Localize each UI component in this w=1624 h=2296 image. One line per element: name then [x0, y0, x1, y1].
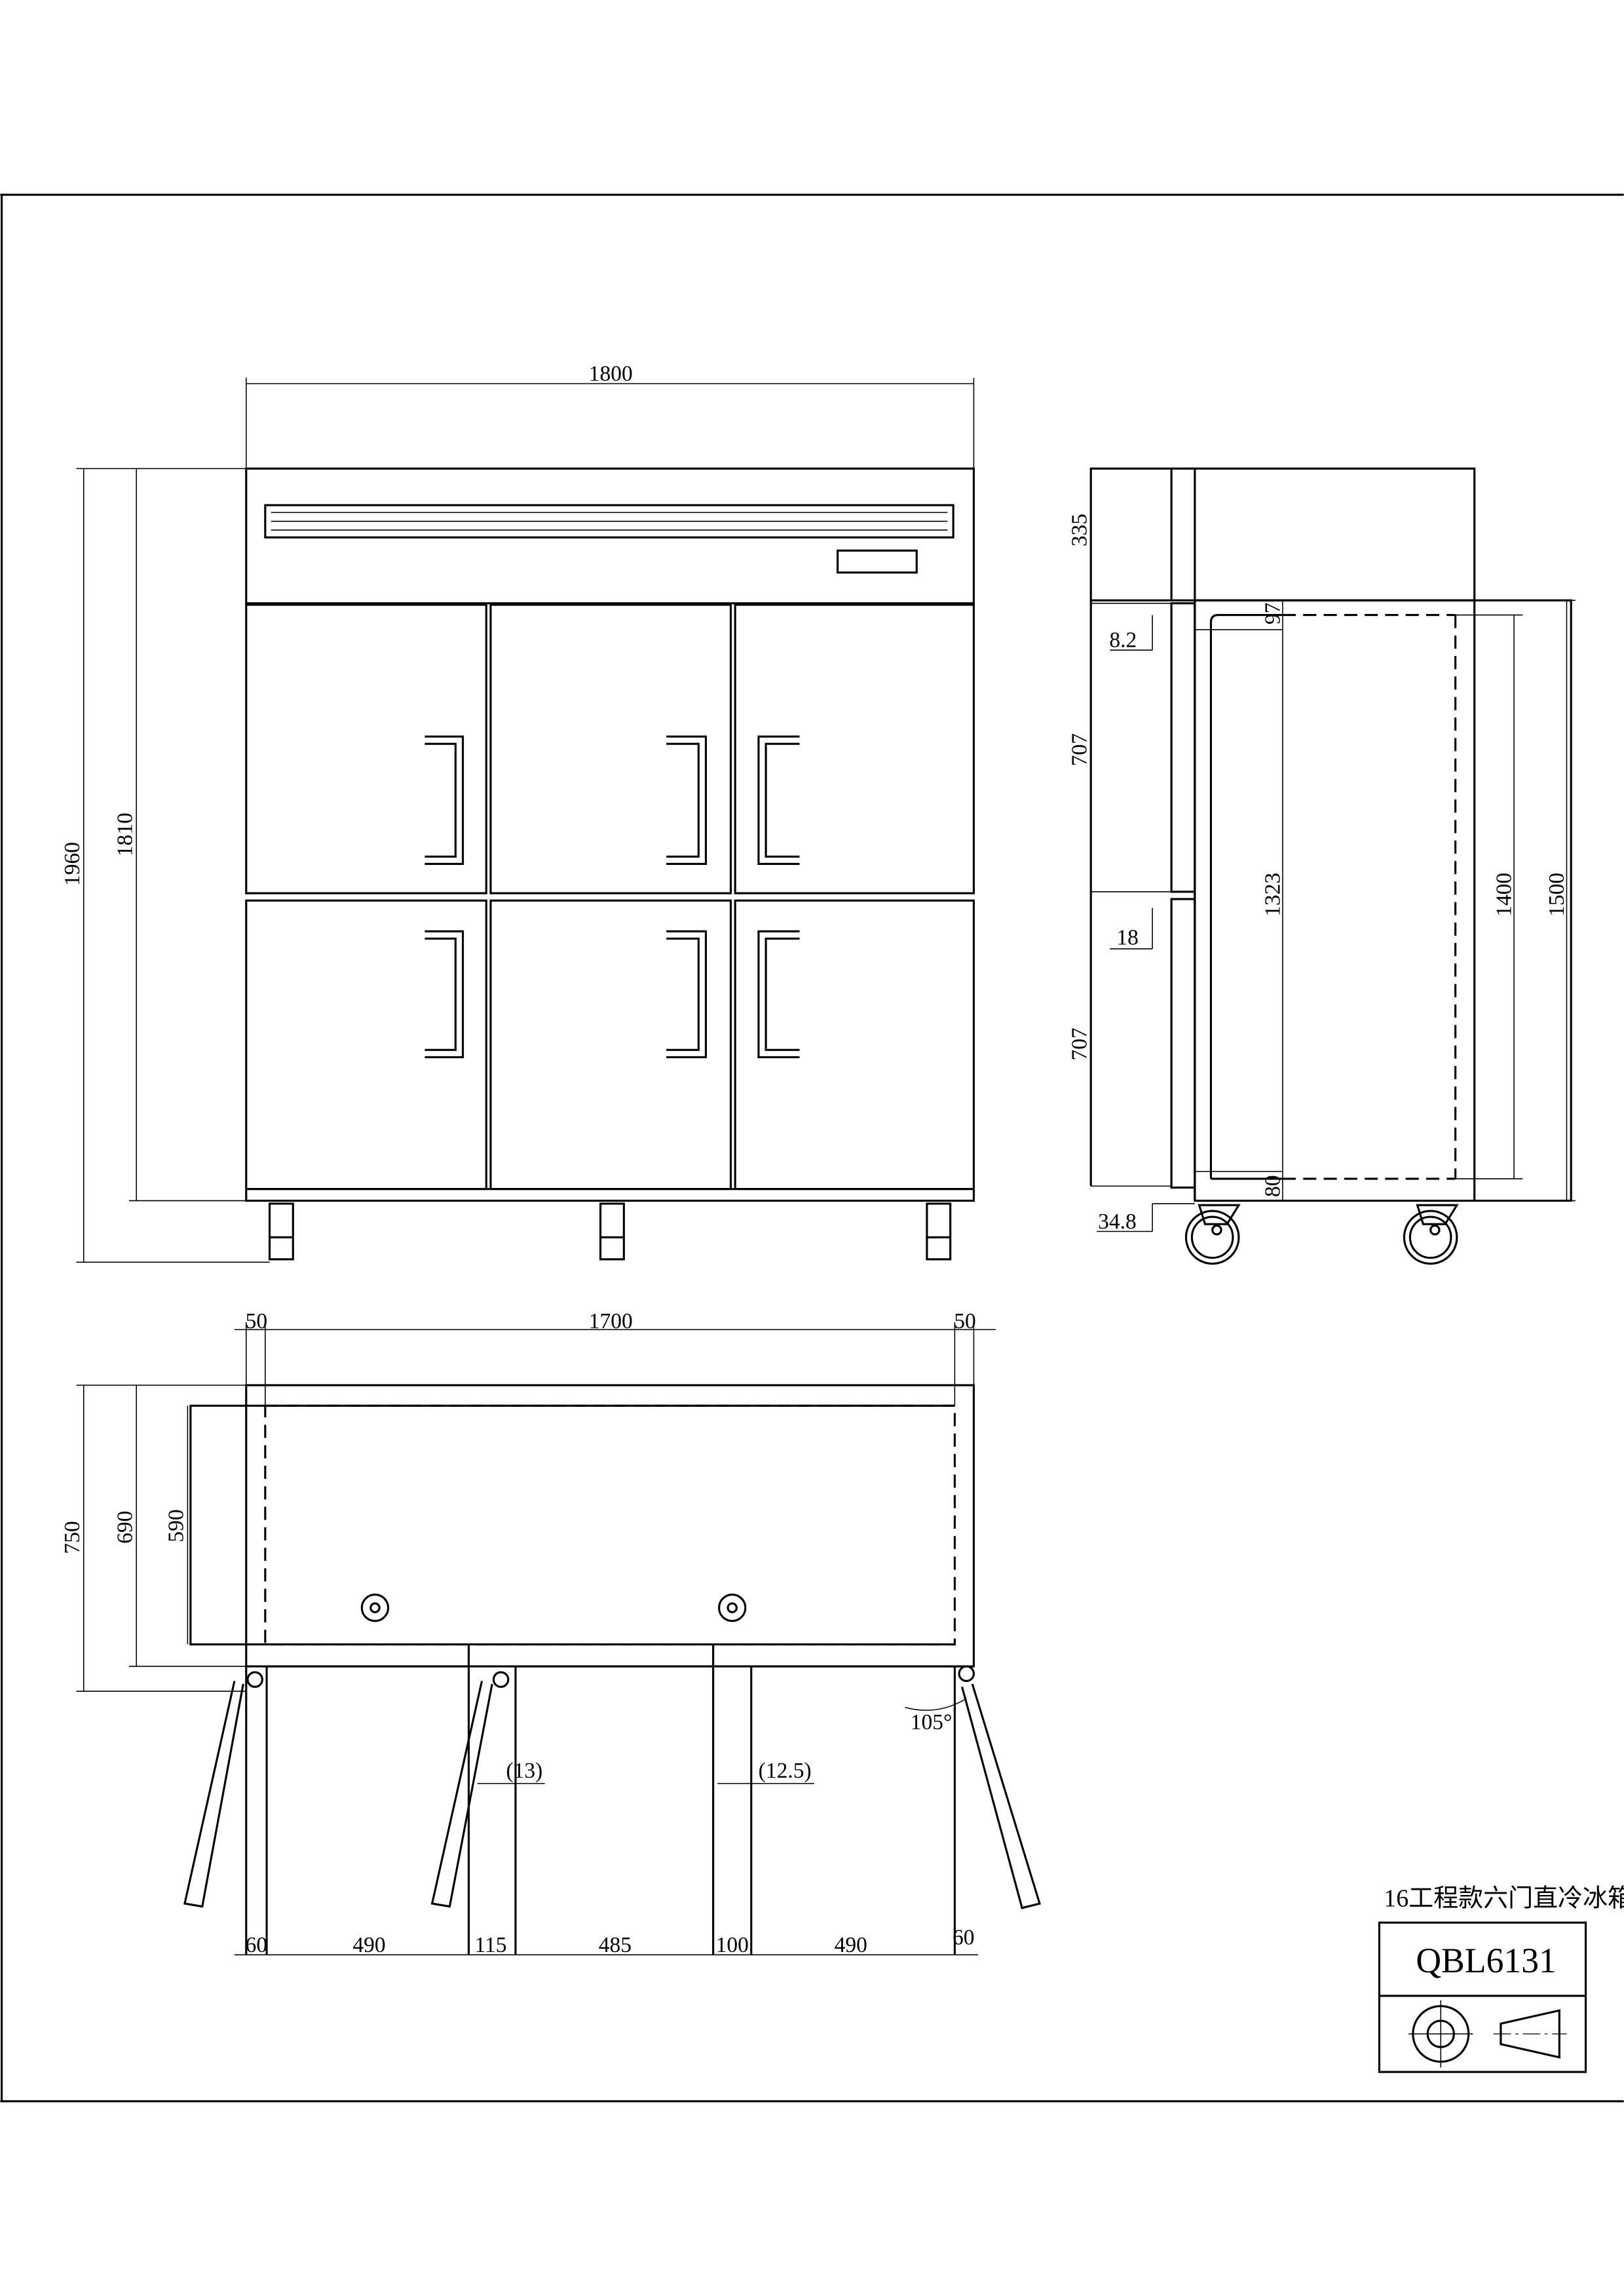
dim-bottom: 100	[716, 1933, 749, 1957]
drawing-title: 16工程款六门直冷冰箱	[1384, 1885, 1624, 1913]
dim-bottom: 485	[599, 1933, 632, 1957]
dim-bottom: 490	[352, 1933, 385, 1957]
top-view: 50 1700 50 750 690 590 105° (13) (12.5) …	[60, 1309, 1041, 1957]
dim-inner-width: 1700	[589, 1309, 633, 1333]
drawing-frame	[0, 193, 1624, 2103]
dim-body-height: 1810	[113, 813, 137, 856]
dim-gap-middle: 18	[1116, 925, 1139, 949]
door-handles	[425, 735, 800, 1059]
dim-overall-height: 1960	[60, 842, 85, 886]
dim-inner-height: 1323	[1260, 873, 1285, 917]
dim-depth-outer: 1500	[1545, 873, 1569, 917]
dim-bottom: 60	[953, 1926, 975, 1950]
dim-lower-door: 707	[1068, 1027, 1092, 1060]
dim-top-panel: 335	[1068, 514, 1092, 546]
front-view: 1800 1960 1810	[60, 362, 975, 1263]
dim-width: 1800	[589, 362, 633, 386]
dim-inner-bottom: 80	[1260, 1175, 1285, 1197]
dim-depth-590: 590	[164, 1509, 189, 1542]
dim-depth-inner: 1400	[1492, 873, 1517, 917]
title-block: 16工程款六门直冷冰箱 QBL6131	[1378, 1885, 1624, 2073]
dim-gap-2: (12.5)	[759, 1759, 812, 1783]
dim-inner-top: 97	[1260, 603, 1285, 625]
dim-depth-690: 690	[113, 1511, 137, 1544]
knobs	[360, 1594, 747, 1622]
dim-gap-1: (13)	[506, 1759, 542, 1783]
dim-depth-750: 750	[60, 1521, 85, 1554]
caster-wheels	[268, 1202, 952, 1261]
dim-bottom-offset: 34.8	[1098, 1210, 1137, 1234]
caster-wheels-side	[1184, 1204, 1459, 1265]
dim-bottom: 60	[246, 1933, 268, 1957]
side-view: 335 707 707 8.2 18 34.8 97 80 1323 1400 …	[1068, 467, 1576, 1265]
dim-door-angle: 105°	[911, 1710, 953, 1734]
dim-upper-door: 707	[1068, 733, 1092, 766]
dim-gap-top: 8.2	[1109, 628, 1137, 653]
model-number: QBL6131	[1416, 1941, 1557, 1980]
display-panel	[837, 549, 918, 574]
door-swings	[183, 1665, 1041, 1909]
dim-side-right: 50	[954, 1309, 976, 1333]
dim-side-left: 50	[246, 1309, 268, 1333]
projection-symbol-icon	[1408, 2000, 1567, 2068]
dim-bottom: 115	[474, 1933, 506, 1957]
dim-bottom: 490	[835, 1933, 867, 1957]
